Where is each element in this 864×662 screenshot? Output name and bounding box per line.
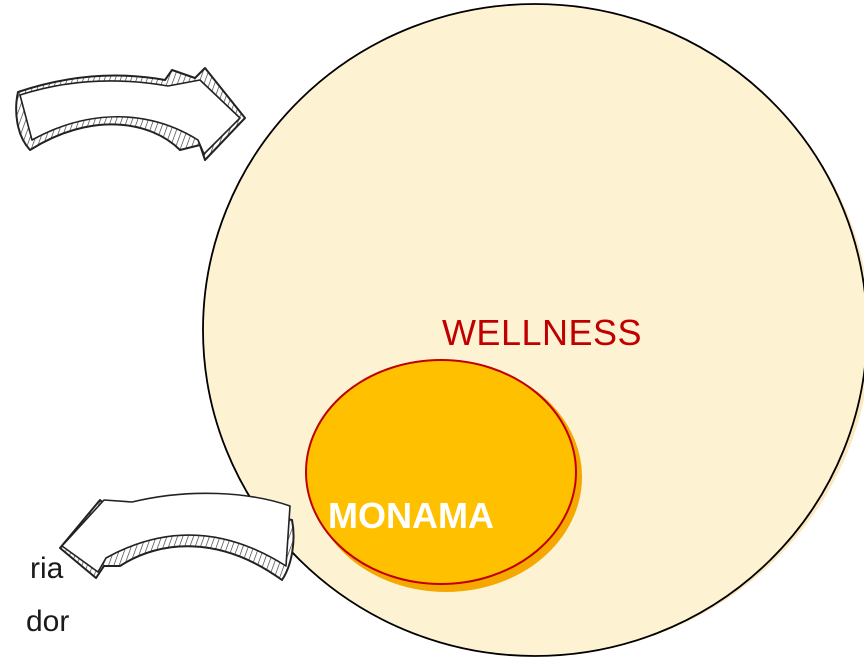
left-text-line-1: ria xyxy=(30,552,63,586)
curved-arrow-right-icon xyxy=(16,68,245,160)
wellness-label: WELLNESS xyxy=(0,312,864,354)
monama-circle xyxy=(306,360,576,584)
left-text-line-2: dor xyxy=(26,605,69,639)
curved-arrow-left-icon xyxy=(60,493,294,580)
monama-label: MONAMA xyxy=(328,495,494,537)
